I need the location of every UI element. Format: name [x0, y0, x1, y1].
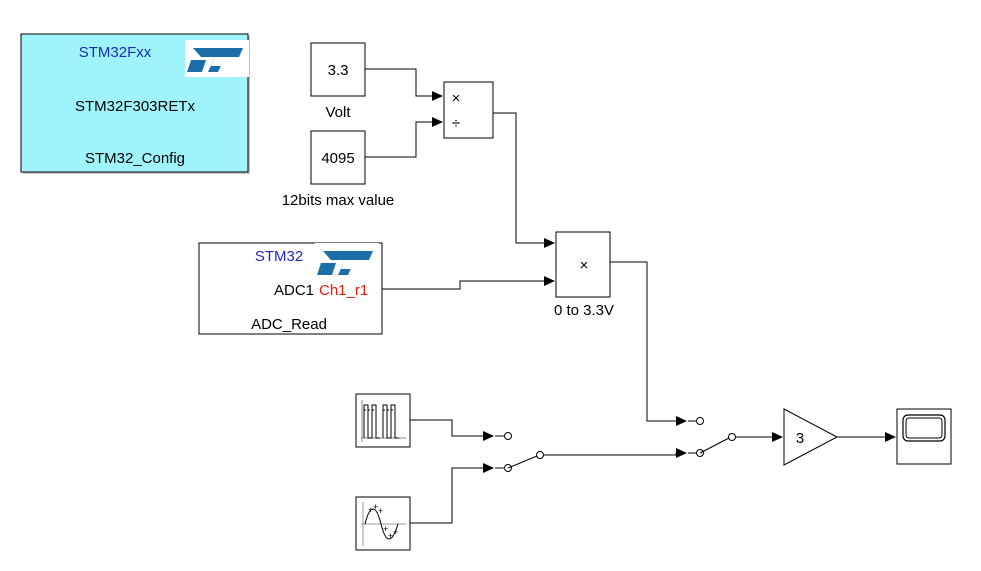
divide-block[interactable]: × ÷ — [443, 81, 494, 139]
constant-volt-block[interactable]: 3.3 Volt — [310, 42, 366, 121]
svg-text:+: + — [393, 527, 398, 537]
constant-volt-name: Volt — [325, 104, 351, 121]
svg-text:+: + — [378, 506, 383, 516]
product-symbol: × — [580, 257, 589, 274]
constant-max-value-block[interactable]: 4095 12bits max value — [282, 130, 395, 209]
switch-icon — [688, 417, 736, 457]
divide-multiply-symbol: × — [452, 90, 461, 107]
scope-block[interactable] — [896, 408, 952, 465]
sine-wave-icon: +++ +++ — [361, 502, 406, 546]
adc-read-name: ADC_Read — [251, 316, 327, 333]
stm32-config-header: STM32Fxx — [79, 44, 152, 61]
constant-max-value: 4095 — [321, 150, 354, 167]
sine-wave-block[interactable]: +++ +++ — [355, 496, 411, 551]
svg-text:+: + — [373, 502, 378, 512]
constant-volt-value: 3.3 — [328, 62, 349, 79]
st-logo-icon — [315, 243, 379, 280]
scope-icon — [902, 414, 946, 442]
adc-read-port: ADC1 — [274, 282, 314, 299]
manual-switch-1[interactable] — [495, 432, 544, 472]
gain-block[interactable]: 3 — [783, 408, 839, 466]
pulse-train-icon — [361, 400, 406, 442]
pulse-generator-block[interactable] — [355, 393, 411, 448]
stm32-config-block[interactable]: STM32Fxx STM32F303RETx STM32_Config — [20, 33, 250, 174]
adc-read-block[interactable]: STM32 ADC1 Ch1_r1 ADC_Read — [198, 242, 383, 335]
divide-divide-symbol: ÷ — [452, 115, 460, 132]
product-name: 0 to 3.3V — [554, 302, 614, 319]
stm32-device-name: STM32F303RETx — [75, 98, 196, 115]
svg-text:+: + — [383, 524, 388, 534]
adc-read-header: STM32 — [255, 248, 303, 265]
manual-switch-2[interactable] — [688, 417, 736, 457]
stm32-config-name: STM32_Config — [85, 150, 185, 167]
switch-icon — [495, 432, 544, 472]
constant-max-name: 12bits max value — [282, 192, 395, 209]
svg-text:+: + — [368, 505, 373, 515]
st-logo-icon — [185, 40, 249, 77]
gain-value: 3 — [796, 430, 804, 447]
svg-text:+: + — [388, 531, 393, 541]
product-block[interactable]: × 0 to 3.3V — [554, 231, 614, 319]
adc-read-channel: Ch1_r1 — [319, 282, 368, 299]
signal-lines — [365, 68, 896, 524]
